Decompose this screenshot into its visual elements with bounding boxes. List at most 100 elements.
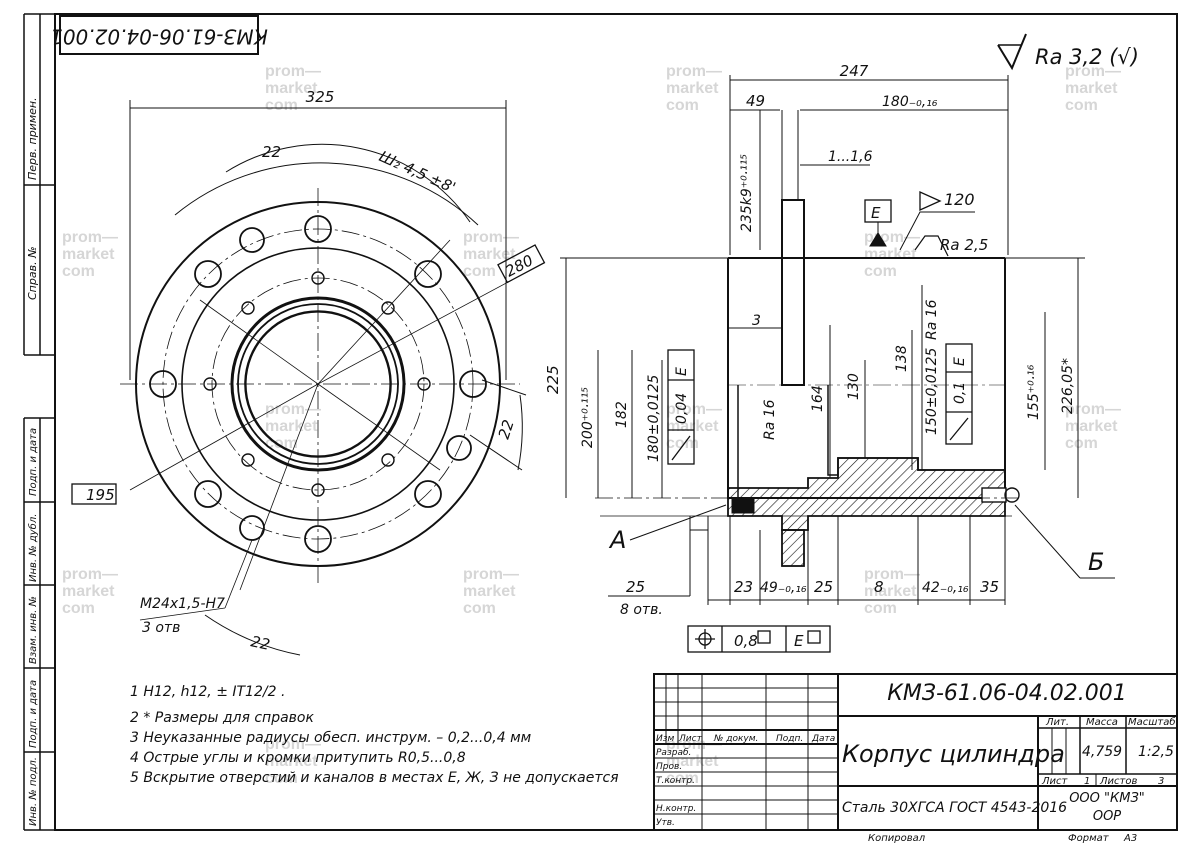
dim-22-right: 22	[495, 418, 518, 442]
watermark-text: market	[666, 418, 719, 435]
dim-3: 3	[752, 313, 761, 329]
watermark-text: com	[463, 600, 496, 617]
material: Сталь 30ХГСА ГОСТ 4543-2016	[842, 800, 1067, 816]
tb-col-doc: № докум.	[713, 734, 758, 744]
dim-200: 200⁺⁰·¹¹⁵	[580, 387, 596, 448]
pos-tol-base: E	[794, 632, 804, 650]
watermark-text: prom—	[463, 566, 519, 583]
watermark-text: market	[864, 583, 917, 600]
watermark-text: com	[864, 263, 897, 280]
ra-16-b: Ra 16	[924, 299, 940, 340]
roughness-text: Ra 3,2 (√)	[1035, 45, 1139, 69]
watermark-text: com	[1065, 97, 1098, 114]
dim-b-42: 42₋₀,₁₆	[922, 580, 969, 596]
dim-22-bottom: 22	[249, 632, 271, 654]
watermark-text: market	[463, 246, 516, 263]
tb-row-nkontr: Н.контр.	[656, 804, 696, 814]
tb-list-label: Лист	[1041, 776, 1069, 787]
tb-mass-value: 4,759	[1082, 744, 1122, 760]
pos-tol-value: 0,8	[734, 632, 758, 650]
side-label: Подп. и дата	[28, 680, 39, 748]
dim-22-top: 22	[262, 143, 281, 161]
tb-dept: ООР	[1093, 809, 1121, 824]
tb-row-utv: Утв.	[656, 818, 675, 828]
position-tolerance-frame	[687, 625, 831, 653]
watermark-text: prom—	[62, 229, 118, 246]
tb-listov-value: 3	[1158, 776, 1164, 787]
watermark-text: com	[62, 263, 95, 280]
tb-format-value: А3	[1123, 833, 1137, 844]
title-doc-number: КМЗ-61.06-04.02.001	[887, 681, 1127, 706]
side-label: Инв. № подл.	[28, 757, 39, 826]
note-1-text: 1 H12, h12, ± IT12/2 .	[130, 684, 285, 700]
watermark-text: prom—	[1065, 63, 1121, 80]
title-block	[653, 673, 1178, 831]
drawing-frame	[54, 13, 1178, 831]
section-label-A: А	[608, 526, 626, 554]
watermark-text: com	[666, 435, 699, 452]
watermark-text: market	[864, 246, 917, 263]
dim-180: 180₋₀,₁₆	[882, 94, 938, 110]
dim-49: 49	[746, 92, 765, 110]
watermark-text: market	[1065, 80, 1118, 97]
dim-b-25: 25	[814, 578, 833, 596]
watermark-text: com	[1065, 435, 1098, 452]
note-4: 4 Острые углы и кромки притупить R0,5...…	[130, 750, 466, 766]
dim-164: 164	[810, 385, 826, 412]
side-label: Взам. инв. №	[28, 596, 39, 664]
dim-138: 138	[894, 345, 910, 372]
tb-scale-value: 1:2,5	[1138, 744, 1174, 760]
watermark-text: prom—	[265, 736, 321, 753]
watermark-text: com	[463, 263, 496, 280]
watermark-text: market	[666, 80, 719, 97]
dim-235: 235k9⁺⁰·¹¹⁵	[739, 154, 755, 232]
dim-195: 195	[86, 486, 115, 504]
hole-count: 8 отв.	[620, 602, 663, 618]
dim-226: 226,05*	[1060, 358, 1076, 414]
watermark-text: market	[62, 246, 115, 263]
section-label-B: Б	[1088, 548, 1104, 576]
note-2: 2 * Размеры для справок	[130, 710, 314, 726]
tb-row-razrab: Разраб.	[656, 748, 691, 758]
side-label: Инв. № дубл.	[27, 514, 39, 582]
dim-130: 130	[846, 373, 862, 400]
tb-col-izm: Изм	[656, 734, 675, 744]
dim-225: 225	[544, 365, 562, 394]
watermark-text: market	[463, 583, 516, 600]
watermark-text: com	[265, 770, 298, 787]
tb-listov-label: Листов	[1099, 776, 1137, 787]
tb-col-podp: Подп.	[776, 734, 803, 744]
rotated-number-box	[59, 15, 259, 55]
dim-1-16: 1...1,6	[828, 149, 873, 165]
watermark-text: prom—	[666, 63, 722, 80]
dim-150: 150±0,0125	[924, 347, 940, 435]
dim-155: 155⁺⁰·¹⁶	[1026, 364, 1042, 420]
tol-E2: E	[952, 357, 968, 366]
dim-b-35: 35	[980, 578, 999, 596]
dim-180-0125: 180±0,0125	[646, 374, 662, 462]
dim-247: 247	[840, 62, 869, 80]
watermark-text: market	[265, 418, 318, 435]
watermark-text: prom—	[463, 229, 519, 246]
tb-kopiroval: Копировал	[868, 833, 926, 844]
tol-01: 0,1	[952, 382, 968, 404]
base-E: E	[871, 204, 881, 222]
side-label: Справ. №	[26, 246, 39, 300]
note-1: 1 H12, h12, ± IT12/2 .	[130, 684, 285, 700]
tb-scale-label: Масштаб	[1128, 716, 1176, 728]
dim-b-49: 49₋₀,₁₆	[760, 580, 807, 596]
technical-notes: 1 H12, h12, ± IT12/2 . 2 * Размеры для с…	[130, 684, 619, 786]
watermark-text: market	[666, 753, 719, 770]
tb-format-label: Формат	[1068, 833, 1110, 844]
note-3: 3 Неуказанные радиусы обесп. инструм. – …	[130, 730, 532, 746]
tb-lit-label: Лит.	[1045, 717, 1069, 728]
tolerance-frame-2	[945, 343, 973, 445]
rotated-drawing-number: КМЗ-61.06-04.02.001	[50, 25, 268, 49]
watermark-text: com	[265, 97, 298, 114]
watermark-text: market	[62, 583, 115, 600]
side-label: Перв. примен.	[26, 97, 39, 180]
watermark-text: com	[265, 435, 298, 452]
dim-b-8: 8	[874, 578, 884, 596]
tol-E1: E	[674, 367, 690, 376]
note-5: 5 Вскрытие отверстий и каналов в местах …	[130, 770, 619, 786]
